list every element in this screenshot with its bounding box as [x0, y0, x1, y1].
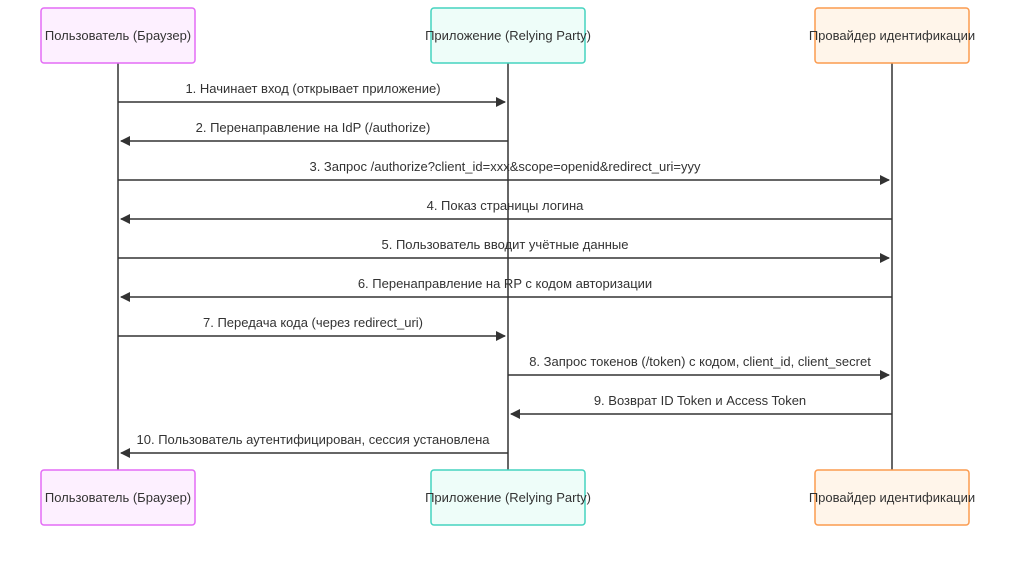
message-8: 8. Запрос токенов (/token) с кодом, clie…	[508, 354, 890, 380]
message-label: 2. Перенаправление на IdP (/authorize)	[196, 120, 431, 135]
actor-label: Провайдер идентификации	[809, 28, 975, 43]
message-label: 1. Начинает вход (открывает приложение)	[185, 81, 440, 96]
message-5: 5. Пользователь вводит учётные данные	[118, 237, 890, 263]
message-6: 6. Перенаправление на RP с кодом авториз…	[120, 276, 892, 302]
actor-box	[40, 7, 196, 64]
actor-user-bottom: Пользователь (Браузер)	[40, 469, 196, 526]
actor-label: Пользователь (Браузер)	[45, 490, 191, 505]
message-label: 9. Возврат ID Token и Access Token	[594, 393, 806, 408]
actor-label: Приложение (Relying Party)	[425, 490, 591, 505]
actor-user-top: Пользователь (Браузер)	[40, 7, 196, 64]
message-label: 7. Передача кода (через redirect_uri)	[203, 315, 423, 330]
actor-label: Провайдер идентификации	[809, 490, 975, 505]
message-7: 7. Передача кода (через redirect_uri)	[118, 315, 506, 341]
actor-label: Пользователь (Браузер)	[45, 28, 191, 43]
message-label: 5. Пользователь вводит учётные данные	[381, 237, 628, 252]
actor-label: Приложение (Relying Party)	[425, 28, 591, 43]
message-10: 10. Пользователь аутентифицирован, сесси…	[120, 432, 508, 458]
actor-rp-bottom: Приложение (Relying Party)	[425, 469, 591, 526]
message-label: 10. Пользователь аутентифицирован, сесси…	[137, 432, 491, 447]
actor-box	[814, 469, 970, 526]
actor-box	[814, 7, 970, 64]
actor-rp-top: Приложение (Relying Party)	[425, 7, 591, 64]
message-label: 6. Перенаправление на RP с кодом авториз…	[358, 276, 652, 291]
message-label: 3. Запрос /authorize?client_id=xxx&scope…	[309, 159, 701, 174]
message-9: 9. Возврат ID Token и Access Token	[510, 393, 892, 419]
actor-box	[430, 7, 586, 64]
message-4: 4. Показ страницы логина	[120, 198, 892, 224]
message-1: 1. Начинает вход (открывает приложение)	[118, 81, 506, 107]
actor-idp-bottom: Провайдер идентификации	[809, 469, 975, 526]
actor-idp-top: Провайдер идентификации	[809, 7, 975, 64]
message-label: 4. Показ страницы логина	[427, 198, 585, 213]
message-2: 2. Перенаправление на IdP (/authorize)	[120, 120, 508, 146]
message-3: 3. Запрос /authorize?client_id=xxx&scope…	[118, 159, 890, 185]
actor-box	[430, 469, 586, 526]
message-label: 8. Запрос токенов (/token) с кодом, clie…	[529, 354, 871, 369]
actor-box	[40, 469, 196, 526]
